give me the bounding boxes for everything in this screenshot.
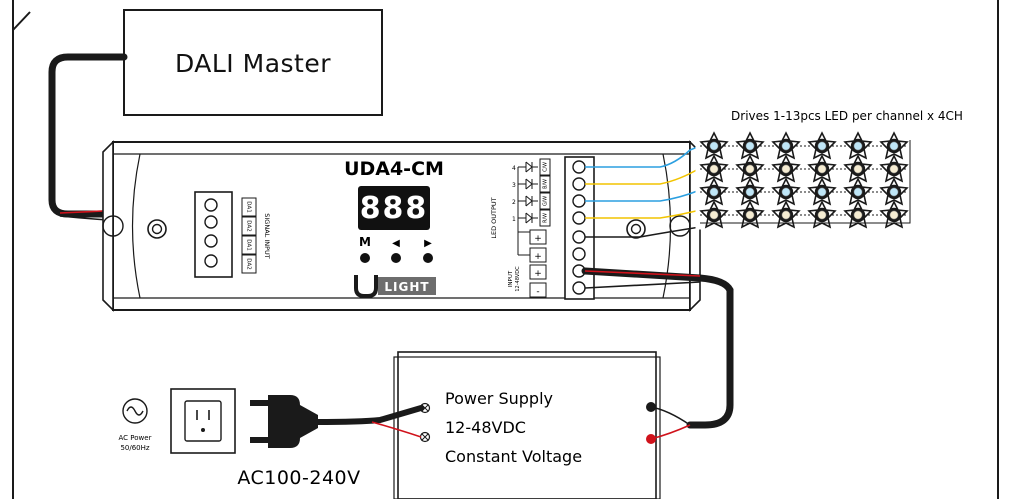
dali-terminal-label: DA1 xyxy=(246,239,252,250)
led-chip xyxy=(736,132,764,159)
channel-terminal-label: R/W xyxy=(543,213,549,223)
channel-terminal-label: G/W xyxy=(543,196,549,206)
channel-number: 1 xyxy=(512,216,516,223)
control-buttons: M ◀ ▶ xyxy=(359,235,433,263)
dali-terminal-block xyxy=(194,191,233,278)
led-chip xyxy=(700,155,728,182)
led-chip xyxy=(808,178,836,205)
led-chip xyxy=(844,132,872,159)
led-chip xyxy=(808,155,836,182)
dali-master-label: DALI Master xyxy=(175,49,331,78)
channel-number: 3 xyxy=(512,182,516,189)
led-chip xyxy=(844,201,872,228)
input-plus-label: + xyxy=(534,269,542,279)
led-array xyxy=(695,131,921,230)
led-chip xyxy=(844,155,872,182)
dali-terminal-label: DA2 xyxy=(246,220,252,231)
input-label: INPUT xyxy=(508,270,514,287)
plus-terminal-label: + xyxy=(534,234,542,244)
led-array-caption: Drives 1-13pcs LED per channel x 4CH xyxy=(731,109,963,123)
psu-mode: Constant Voltage xyxy=(445,447,582,466)
ac-power-label: AC Power xyxy=(119,434,152,442)
brand-logo: LIGHT xyxy=(354,275,436,298)
dali-terminal-labels: DA1 DA2 DA1 DA2 SIGNAL INPUT xyxy=(241,197,271,274)
down-button[interactable] xyxy=(391,253,401,263)
led-chip xyxy=(880,201,908,228)
led-output-label: LED OUTPUT xyxy=(490,197,498,238)
ac-source-icon xyxy=(122,398,148,424)
psu-title: Power Supply xyxy=(445,389,553,408)
psu-voltage: 12-48VDC xyxy=(445,418,526,437)
up-button[interactable] xyxy=(423,253,433,263)
dali-master-box: DALI Master xyxy=(123,9,383,116)
left-arrow-icon: ◀ xyxy=(392,238,400,249)
plus-terminal-label: + xyxy=(534,252,542,262)
led-chip xyxy=(772,132,800,159)
led-chip xyxy=(880,132,908,159)
channel-number: 2 xyxy=(512,199,516,206)
dc-power-cable xyxy=(581,267,734,429)
led-chip xyxy=(844,178,872,205)
led-chip xyxy=(700,201,728,228)
led-chip xyxy=(700,178,728,205)
led-chip xyxy=(808,201,836,228)
ac-wire-black xyxy=(371,407,422,421)
input-terminal-labels: INPUT 12-48VDC + - xyxy=(508,264,547,298)
channel-markings: 4 3 2 1 xyxy=(512,161,538,233)
power-supply-box: Power Supply 12-48VDC Constant Voltage xyxy=(393,351,661,499)
led-chip xyxy=(736,201,764,228)
led-chip xyxy=(736,178,764,205)
output-terminal-block xyxy=(564,156,595,300)
dali-terminal-label: DA2 xyxy=(246,258,252,269)
brand-text: LIGHT xyxy=(384,280,429,294)
led-chip xyxy=(772,201,800,228)
channel-4-wire xyxy=(585,145,701,168)
channel-terminal-labels: C/W B/W G/W R/W + + xyxy=(517,158,551,263)
ac-frequency-label: 50/60Hz xyxy=(120,444,149,452)
psu-wire-red xyxy=(650,424,691,440)
mode-button-label: M xyxy=(359,235,371,249)
input-voltage-label: 12-48VDC xyxy=(515,266,521,292)
channel-terminal-label: C/W xyxy=(543,162,549,172)
led-chip xyxy=(772,155,800,182)
led-chip xyxy=(880,155,908,182)
frame-corner-line xyxy=(12,11,31,31)
channel-terminal-label: B/W xyxy=(543,179,549,189)
psu-wire-black xyxy=(650,406,691,426)
display-digits: 888 xyxy=(360,191,429,226)
ac-wire-red xyxy=(371,421,422,438)
led-chip xyxy=(880,178,908,205)
channel-number: 4 xyxy=(512,165,516,172)
led-chip xyxy=(700,132,728,159)
dali-terminal-label: DA1 xyxy=(246,201,252,212)
signal-input-label: SIGNAL INPUT xyxy=(263,213,271,259)
mode-button[interactable] xyxy=(360,253,370,263)
dc-wire-red xyxy=(584,270,701,277)
dc-wire-black xyxy=(584,281,701,289)
digit-display: 888 xyxy=(358,186,430,230)
right-arrow-icon: ▶ xyxy=(424,238,432,249)
common-plus-wire xyxy=(585,226,701,238)
ac-voltage-label: AC100-240V xyxy=(237,467,360,489)
led-return-bus xyxy=(700,140,911,224)
model-label: UDA4-CM xyxy=(344,158,444,180)
led-chip xyxy=(736,155,764,182)
plug-icon xyxy=(250,395,318,448)
led-chip xyxy=(808,132,836,159)
wall-outlet-icon xyxy=(170,388,236,454)
input-minus-label: - xyxy=(536,287,539,297)
led-chip xyxy=(772,178,800,205)
